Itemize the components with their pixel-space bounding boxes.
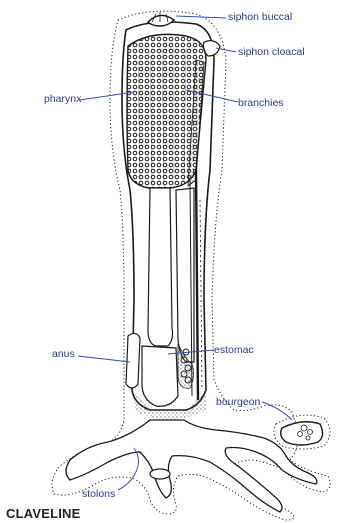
anus-tube bbox=[126, 333, 140, 388]
label-branchies: branchies bbox=[238, 97, 284, 109]
label-siphon-buccal: siphon buccal bbox=[228, 11, 292, 23]
label-stolons: stolons bbox=[82, 488, 115, 500]
stolon-section bbox=[150, 469, 170, 479]
label-anus: anus bbox=[52, 348, 75, 360]
label-pharynx: pharynx bbox=[44, 93, 81, 105]
label-bourgeon: bourgeon bbox=[216, 396, 260, 408]
bud bbox=[281, 422, 323, 445]
oesophagus bbox=[148, 188, 173, 346]
label-siphon-cloacal: siphon cloacal bbox=[238, 46, 305, 58]
label-estomac: estomac bbox=[214, 344, 254, 356]
diagram-title: CLAVELINE bbox=[6, 506, 81, 521]
stomach bbox=[142, 346, 178, 406]
